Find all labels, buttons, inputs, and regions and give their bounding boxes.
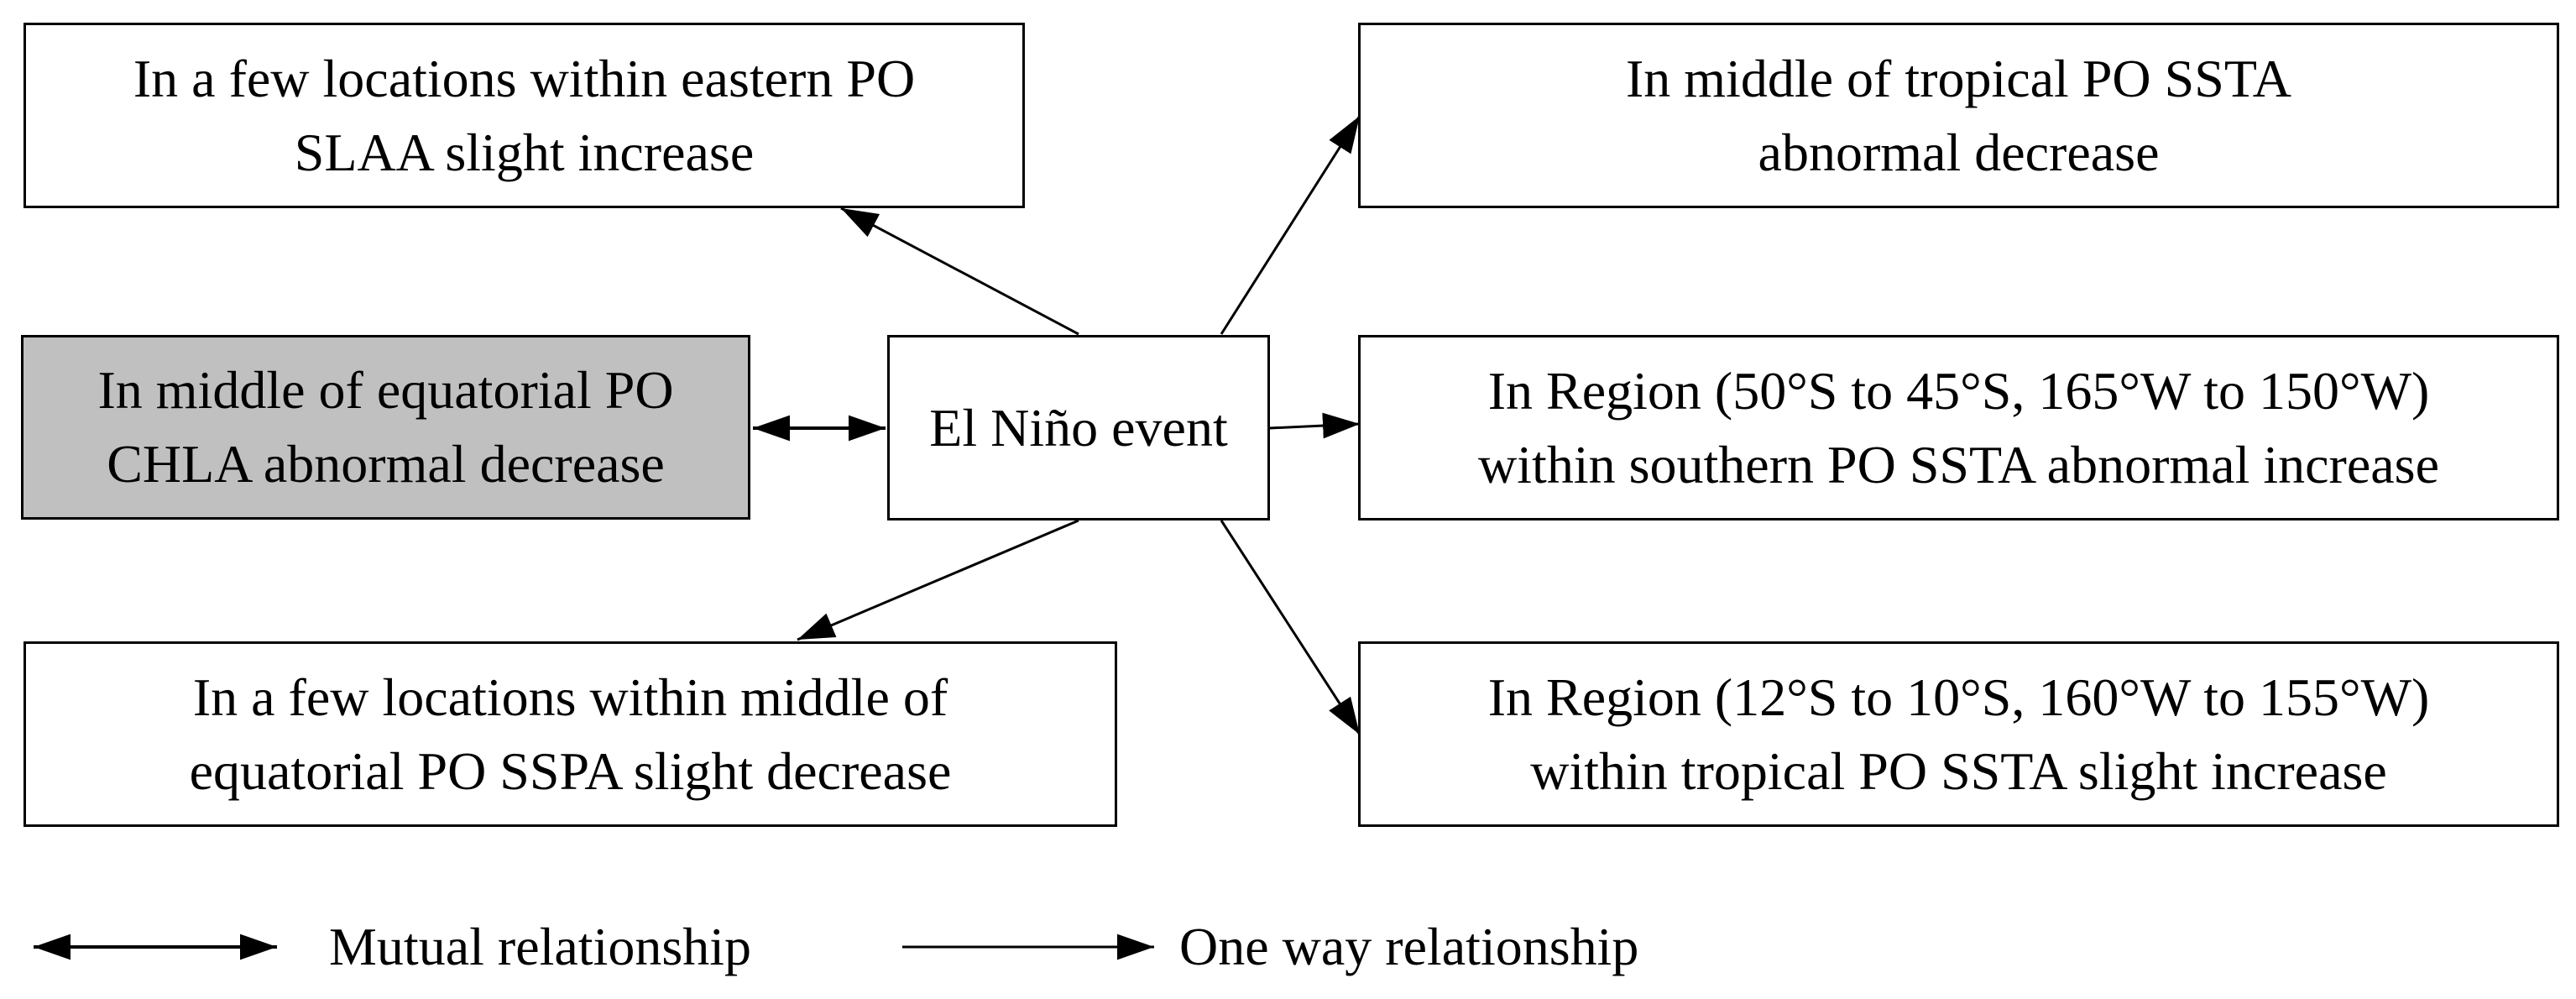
chla-line2: CHLA abnormal decrease [107, 434, 665, 494]
chla-box: In middle of equatorial PO CHLA abnormal… [21, 335, 750, 520]
sspa-line1: In a few locations within middle of [192, 667, 948, 727]
sspa-box: In a few locations within middle of equa… [24, 641, 1117, 827]
ssta-southern-box: In Region (50°S to 45°S, 165°W to 150°W)… [1358, 335, 2559, 520]
legend-one-way-label: One way relationship [1179, 917, 1639, 976]
arrow-to-ssta-tropical [1220, 115, 1361, 335]
arrow-to-slaa [840, 207, 1079, 336]
arrow-to-sspa [797, 519, 1079, 641]
legend-mutual-label: Mutual relationship [329, 917, 752, 976]
arrow-to-ssta-southern [1268, 412, 1361, 439]
slaa-line1: In a few locations within eastern PO [133, 48, 916, 108]
ssta-southern-line1: In Region (50°S to 45°S, 165°W to 150°W) [1487, 360, 2430, 421]
ssta-southern-line2: within southern PO SSTA abnormal increas… [1478, 434, 2439, 494]
ssta-tropical-line2: abnormal decrease [1758, 122, 2160, 182]
ssta-tropical-box: In middle of tropical PO SSTA abnormal d… [1358, 23, 2559, 208]
center-label: El Niño event [929, 397, 1228, 458]
ssta-region-line1: In Region (12°S to 10°S, 160°W to 155°W) [1487, 667, 2430, 727]
arrow-to-ssta-region [1220, 520, 1361, 735]
ssta-region-line2: within tropical PO SSTA slight increase [1530, 740, 2387, 801]
chla-line1: In middle of equatorial PO [97, 360, 674, 420]
slaa-box: In a few locations within eastern PO SLA… [24, 23, 1025, 208]
sspa-line2: equatorial PO SSPA slight decrease [189, 740, 952, 801]
center-box: El Niño event [887, 335, 1270, 520]
ssta-region-box: In Region (12°S to 10°S, 160°W to 155°W)… [1358, 641, 2559, 827]
ssta-tropical-line1: In middle of tropical PO SSTA [1625, 48, 2292, 108]
slaa-line2: SLAA slight increase [294, 122, 755, 182]
